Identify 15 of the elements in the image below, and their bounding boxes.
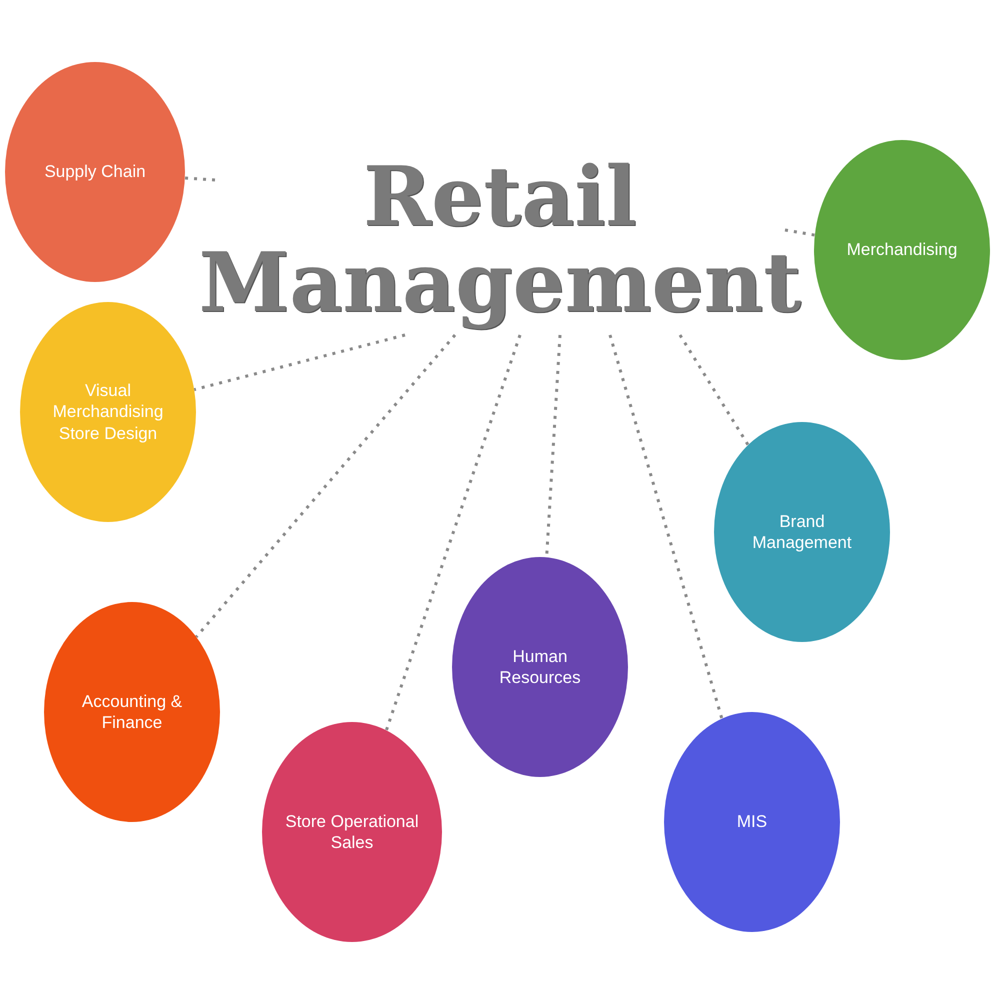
topic-label: Human Resources: [498, 646, 582, 688]
dotted-connector: [194, 334, 406, 392]
topic-label: Brand Management: [751, 510, 853, 554]
dotted-connector: [384, 334, 522, 731]
topic-label: Supply Chain: [44, 161, 146, 183]
dotted-connector: [184, 176, 216, 182]
dotted-connector: [784, 228, 816, 237]
topic-label: Merchandising: [846, 239, 958, 261]
topic-label: Store Operational Sales: [284, 810, 420, 854]
dotted-connector: [608, 334, 724, 720]
topic-label: Visual Merchandising Store Design: [52, 380, 164, 444]
dotted-connector: [195, 334, 456, 638]
topic-label: Accounting & Finance: [80, 690, 184, 734]
dotted-connector: [678, 334, 750, 446]
topic-label: MIS: [736, 811, 768, 833]
